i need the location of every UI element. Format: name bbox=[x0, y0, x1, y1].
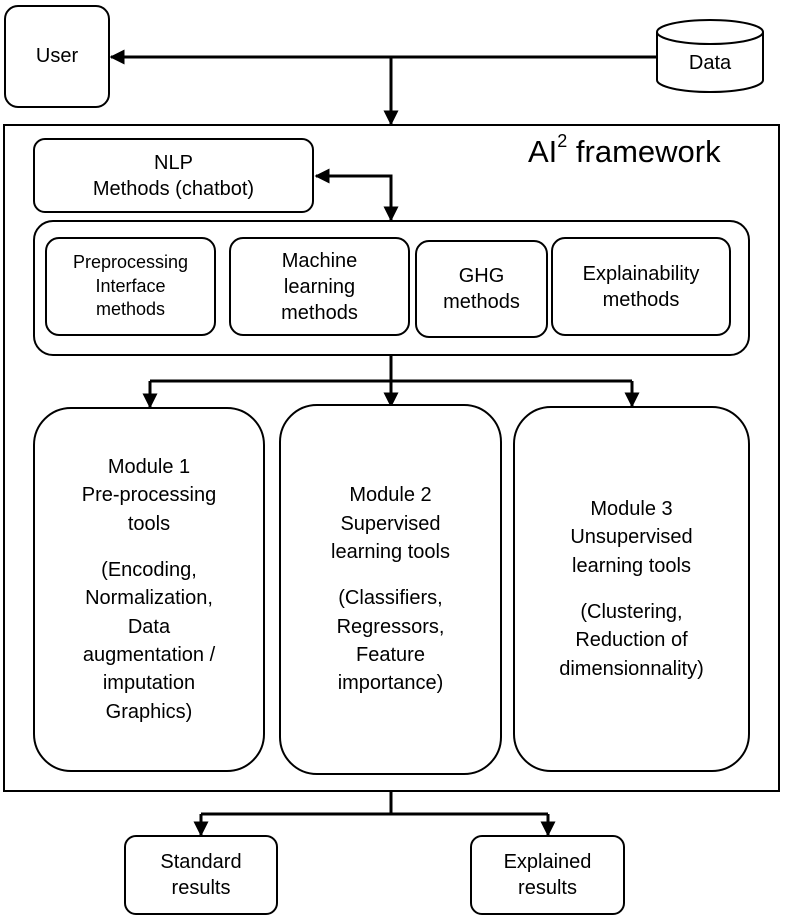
text-line: Methods (chatbot) bbox=[92, 177, 255, 200]
text-line: importance) bbox=[337, 672, 444, 695]
text-line: methods bbox=[602, 288, 680, 311]
explained-results-text: Explained results bbox=[504, 849, 592, 901]
user-node: User bbox=[4, 5, 110, 108]
text-line: dimensionnality) bbox=[559, 657, 704, 680]
text-line: augmentation / bbox=[82, 644, 216, 667]
text-line: Supervised bbox=[340, 512, 441, 535]
text-line: Interface bbox=[95, 275, 166, 296]
text-line: learning tools bbox=[572, 554, 691, 577]
text-line: Explained bbox=[503, 851, 592, 873]
text-line: Graphics) bbox=[105, 700, 193, 723]
user-label: User bbox=[35, 45, 79, 67]
text-line: (Clustering, bbox=[580, 601, 683, 623]
text-line: tools bbox=[127, 512, 171, 535]
text-line: imputation bbox=[102, 672, 196, 695]
framework-container bbox=[3, 124, 780, 792]
module1-node: Module 1 Pre-processing tools (Encoding, Nor… bbox=[33, 407, 265, 772]
explainability-methods-node: Explainability methods bbox=[551, 237, 731, 336]
machine-learning-methods-node: Machine learning methods bbox=[229, 237, 410, 336]
text-line: Module 1 bbox=[107, 455, 191, 478]
text-line: Reduction of bbox=[575, 629, 688, 652]
framework-title-rest: framework bbox=[567, 134, 721, 169]
module3-node: Module 3 Unsupervised learning tools (Clust… bbox=[513, 406, 750, 772]
text-line: Module 3 bbox=[590, 497, 673, 520]
module2-text: Module 2 Supervised learning tools (Classif… bbox=[331, 481, 450, 698]
standard-results-text: Standard results bbox=[160, 849, 241, 901]
methods-container bbox=[33, 220, 750, 356]
framework-title: AI2 framework bbox=[528, 130, 721, 170]
data-label: Data bbox=[688, 52, 732, 74]
text-line: Regressors, bbox=[336, 615, 445, 638]
text-line: learning tools bbox=[331, 540, 450, 563]
text-line: learning bbox=[283, 275, 356, 298]
text-line: Module 2 bbox=[349, 484, 432, 507]
text-line: GHG bbox=[458, 265, 505, 287]
explainability-methods-text: Explainability methods bbox=[583, 261, 700, 313]
module3-text: Module 3 Unsupervised learning tools (Clust… bbox=[559, 495, 704, 683]
text-line: Pre-processing bbox=[81, 484, 217, 507]
module2-node: Module 2 Supervised learning tools (Classif… bbox=[279, 404, 502, 775]
framework-title-main: AI bbox=[528, 134, 558, 169]
machine-learning-methods-text: Machine learning methods bbox=[281, 248, 358, 326]
standard-results-node: Standard results bbox=[124, 835, 278, 915]
database-cylinder-icon bbox=[656, 19, 764, 93]
text-line: methods bbox=[95, 299, 166, 320]
text-line: results bbox=[171, 877, 231, 899]
text-line: Feature bbox=[356, 644, 425, 667]
text-line: Data bbox=[127, 615, 171, 638]
nlp-methods-node: NLP Methods (chatbot) bbox=[33, 138, 314, 213]
text-line: Standard bbox=[160, 851, 242, 873]
nlp-methods-text: NLP Methods (chatbot) bbox=[93, 150, 254, 202]
ghg-methods-node: GHG methods bbox=[415, 240, 548, 338]
ghg-methods-text: GHG methods bbox=[443, 263, 520, 315]
text-line: NLP bbox=[154, 151, 193, 174]
data-node: Data bbox=[655, 18, 765, 94]
module1-text: Module 1 Pre-processing tools (Encoding, Nor… bbox=[82, 453, 217, 727]
text-line: methods bbox=[443, 291, 520, 313]
text-line: Explainability bbox=[582, 262, 700, 285]
text-line: results bbox=[518, 877, 577, 899]
explained-results-node: Explained results bbox=[470, 835, 625, 915]
text-line: (Encoding, bbox=[101, 558, 197, 581]
text-line: Normalization, bbox=[85, 587, 213, 610]
text-line: methods bbox=[281, 301, 358, 324]
edge-nlp-methods bbox=[314, 168, 399, 222]
framework-title-superscript: 2 bbox=[557, 130, 568, 151]
text-line: Preprocessing bbox=[72, 252, 189, 273]
text-line: (Classifiers, bbox=[338, 587, 443, 610]
text-line: Unsupervised bbox=[570, 526, 693, 549]
text-line: Machine bbox=[281, 249, 358, 272]
